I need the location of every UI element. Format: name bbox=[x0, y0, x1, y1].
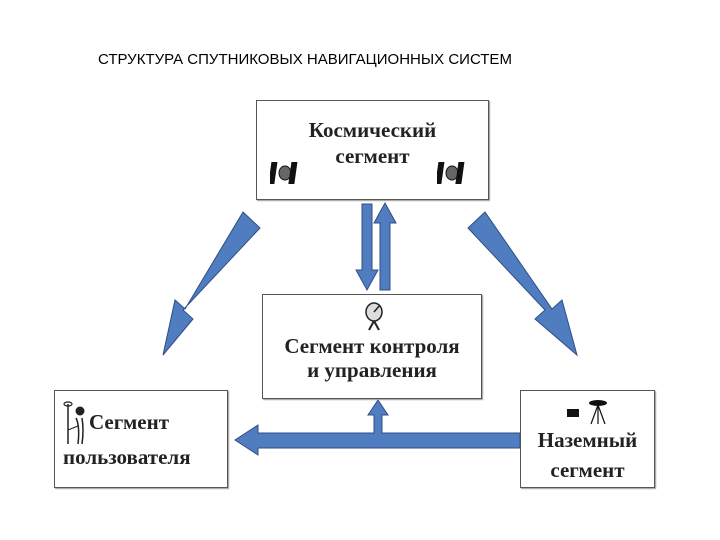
ground-segment-line1: Наземный bbox=[537, 428, 638, 452]
user-segment-line1: Сегмент bbox=[89, 410, 170, 434]
satellite-icon bbox=[270, 162, 298, 184]
ground-segment-box: Наземный сегмент bbox=[520, 390, 655, 488]
space-segment-label: Космический сегмент bbox=[257, 118, 488, 168]
space-segment-box: Космический сегмент bbox=[256, 100, 489, 200]
space-segment-line1: Космический bbox=[308, 118, 437, 142]
user-segment-box: Сегмент пользователя bbox=[54, 390, 228, 488]
ground-segment-line2: сегмент bbox=[550, 457, 625, 482]
control-segment-label: Сегмент контроля и управления bbox=[263, 334, 481, 382]
arrow-control-to-space bbox=[373, 201, 397, 291]
control-segment-line2: и управления bbox=[307, 357, 437, 382]
arrow-space-to-control bbox=[355, 203, 379, 292]
control-segment-box: Сегмент контроля и управления bbox=[262, 294, 482, 399]
page-title: СТРУКТУРА СПУТНИКОВЫХ НАВИГАЦИОННЫХ СИСТ… bbox=[98, 51, 512, 68]
arrow-ground-to-user bbox=[234, 399, 521, 456]
user-receiver-icon bbox=[63, 401, 85, 445]
ground-station-icon bbox=[567, 400, 607, 425]
arrow-space-to-user bbox=[162, 211, 261, 356]
control-segment-line1: Сегмент контроля bbox=[284, 334, 460, 358]
space-segment-line2: сегмент bbox=[335, 143, 410, 168]
ground-segment-label: Наземный сегмент bbox=[521, 428, 654, 482]
arrow-space-to-ground bbox=[467, 211, 578, 357]
satellite-icon bbox=[437, 162, 465, 184]
user-segment-line2: пользователя bbox=[63, 445, 191, 469]
satellite-dish-icon bbox=[365, 302, 383, 331]
